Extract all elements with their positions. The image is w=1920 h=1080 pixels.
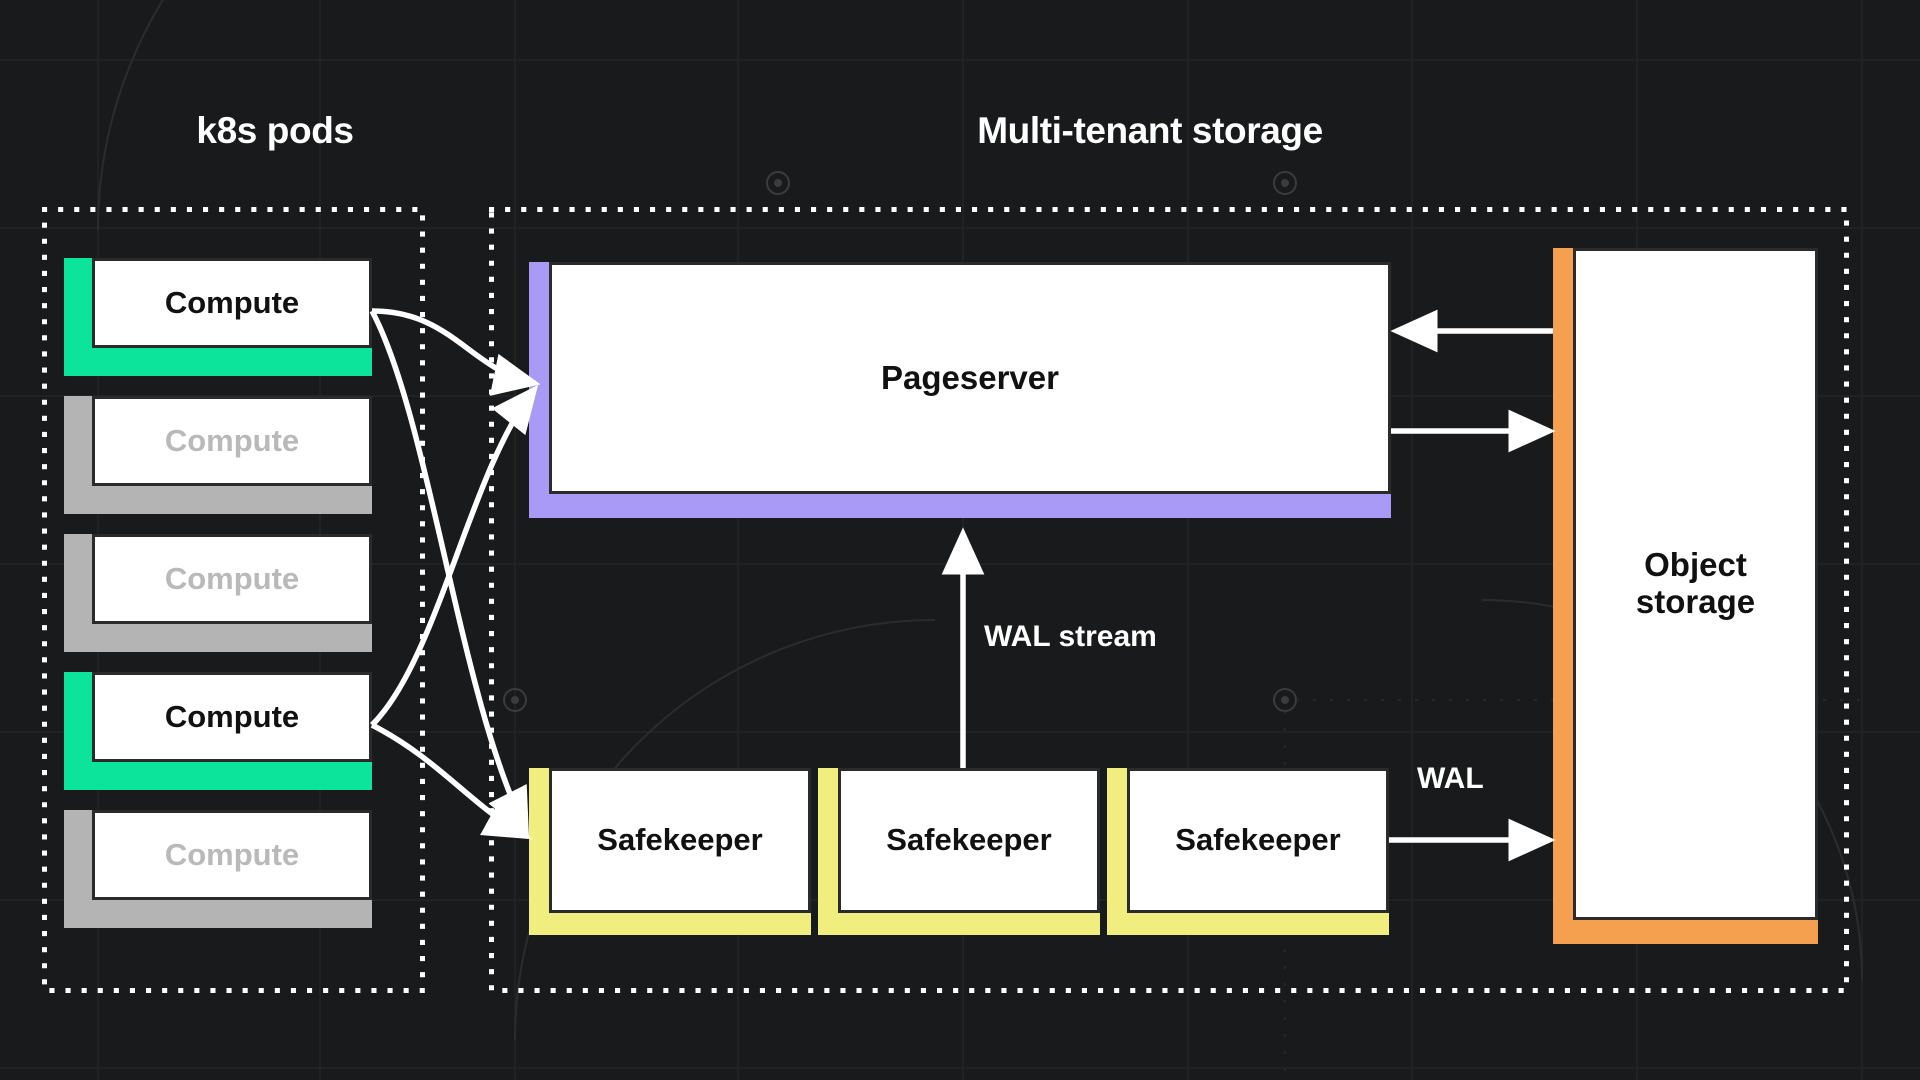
safekeeper-1-label: Safekeeper (886, 822, 1052, 858)
compute-4-accent-shadow (64, 810, 372, 928)
object-storage-card[interactable]: Object storage (1573, 248, 1818, 920)
node-compute-4[interactable]: Compute (64, 810, 372, 928)
compute-0-card[interactable]: Compute (92, 258, 372, 348)
safekeeper-1-accent-shadow (818, 768, 1100, 935)
compute-2-card[interactable]: Compute (92, 534, 372, 624)
compute-4-label: Compute (164, 836, 300, 872)
pageserver-card[interactable]: Pageserver (549, 262, 1391, 494)
compute-0-accent-shadow (64, 258, 372, 376)
node-compute-2[interactable]: Compute (64, 534, 372, 652)
node-safekeeper-1[interactable]: Safekeeper (818, 768, 1100, 935)
compute-0-label: Compute (164, 284, 300, 320)
compute-3-accent-shadow (64, 672, 372, 790)
safekeeper-0-label: Safekeeper (597, 822, 763, 858)
compute-1-card[interactable]: Compute (92, 396, 372, 486)
edge-label-wal: WAL (1417, 762, 1484, 795)
edge-label-wal-stream: WAL stream (984, 620, 1157, 653)
compute-2-accent-shadow (64, 534, 372, 652)
group-title-k8s-pods: k8s pods (196, 110, 354, 151)
safekeeper-0-card[interactable]: Safekeeper (549, 768, 811, 913)
node-object-storage[interactable]: Object storage (1553, 248, 1818, 944)
node-pageserver[interactable]: Pageserver (529, 262, 1391, 518)
node-compute-3[interactable]: Compute (64, 672, 372, 790)
object-storage-label-line2: storage (1635, 583, 1756, 620)
group-title-multi-tenant-storage: Multi-tenant storage (977, 110, 1323, 151)
compute-4-card[interactable]: Compute (92, 810, 372, 900)
safekeeper-2-label: Safekeeper (1175, 822, 1341, 858)
pageserver-label: Pageserver (881, 358, 1059, 396)
compute-3-card[interactable]: Compute (92, 672, 372, 762)
compute-2-label: Compute (164, 560, 300, 596)
safekeeper-2-card[interactable]: Safekeeper (1127, 768, 1389, 913)
node-safekeeper-0[interactable]: Safekeeper (529, 768, 811, 935)
safekeeper-2-accent-shadow (1107, 768, 1389, 935)
object-storage-label-line1: Object (1644, 546, 1747, 584)
node-safekeeper-2[interactable]: Safekeeper (1107, 768, 1389, 935)
safekeeper-1-card[interactable]: Safekeeper (838, 768, 1100, 913)
compute-1-accent-shadow (64, 396, 372, 514)
compute-1-label: Compute (164, 422, 300, 458)
node-compute-0[interactable]: Compute (64, 258, 372, 376)
node-compute-1[interactable]: Compute (64, 396, 372, 514)
safekeeper-0-accent-shadow (529, 768, 811, 935)
compute-3-label: Compute (164, 698, 300, 734)
